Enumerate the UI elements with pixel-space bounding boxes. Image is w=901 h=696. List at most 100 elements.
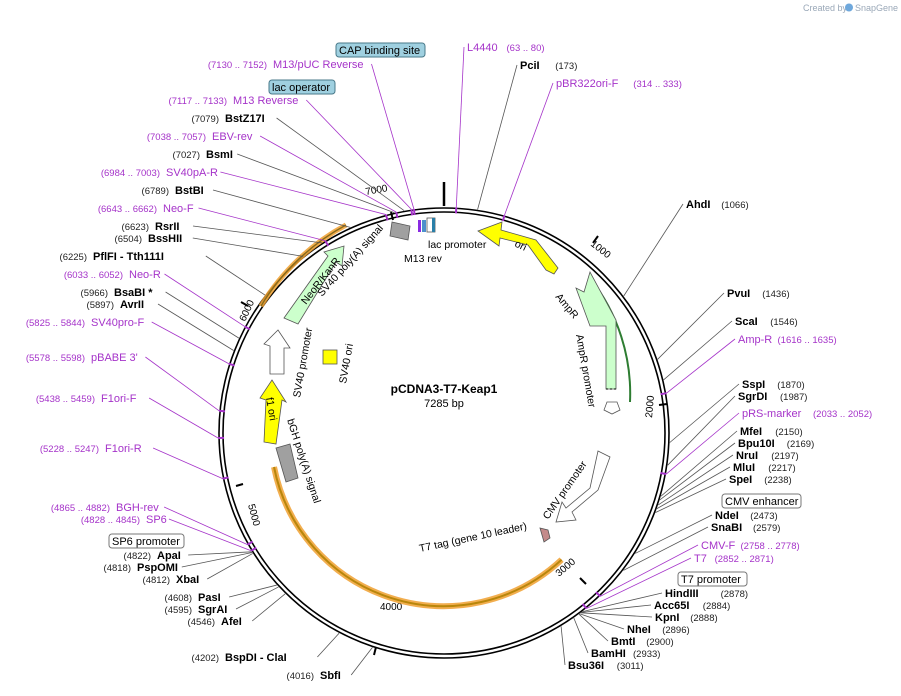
right-name-mlui[interactable]: MluI: [733, 462, 755, 474]
left-name-bstz17i[interactable]: BstZ17I: [225, 113, 265, 125]
neor-kanr-feature[interactable]: [283, 245, 345, 325]
ampr-promoter-feature[interactable]: [603, 401, 621, 415]
left-name-sv40pa-r[interactable]: SV40pA-R: [166, 167, 218, 179]
primer-site-sv40pro-f: [228, 362, 235, 367]
left-pos-m13-reverse: (7117 .. 7133): [169, 96, 227, 107]
left-name-m13-puc-reverse[interactable]: M13/pUC Reverse: [273, 59, 363, 71]
right-name-sspi[interactable]: SspI: [742, 379, 765, 391]
tick-6000: [240, 301, 249, 307]
leader-ndei: [635, 514, 713, 554]
right-name-nhei[interactable]: NheI: [627, 624, 651, 636]
left-name-pflfi-tth111i[interactable]: PflFI - Tth111I: [93, 251, 164, 263]
left-name-pasi[interactable]: PasI: [198, 592, 221, 604]
left-pos-afei: (4546): [188, 617, 215, 628]
left-name-m13-reverse[interactable]: M13 Reverse: [233, 95, 298, 107]
left-name-xbai[interactable]: XbaI: [176, 574, 199, 586]
sp6-promoter-box[interactable]: [108, 533, 185, 549]
leader-bsu36i: [560, 626, 566, 666]
leader-kpni: [580, 612, 653, 618]
left-name-neo-r[interactable]: Neo-R: [129, 269, 161, 281]
left-name-bsmi[interactable]: BsmI: [206, 149, 233, 161]
sv40-promoter-feature[interactable]: [263, 329, 291, 375]
right-name-bsu36i[interactable]: Bsu36I: [568, 660, 604, 672]
t7-tag-feature[interactable]: [539, 527, 551, 543]
left-name-afei[interactable]: AfeI: [221, 616, 242, 628]
m13-rev-label: M13 rev: [404, 253, 443, 265]
cmv-promoter-feature[interactable]: [555, 450, 611, 523]
lac-operator-label: lac operator: [272, 82, 330, 94]
right-name-spei[interactable]: SpeI: [729, 474, 752, 486]
f1-ori-feature[interactable]: [259, 379, 288, 445]
primer-site-t7: [581, 603, 588, 610]
right-name-acc65i[interactable]: Acc65I: [654, 600, 689, 612]
left-name-f1ori-f[interactable]: F1ori-F: [101, 393, 137, 405]
orf-line-neor: [260, 224, 347, 307]
leader-pvui: [657, 292, 725, 360]
right-name-t7[interactable]: T7: [694, 553, 707, 565]
right-name-l4440[interactable]: L4440: [467, 42, 498, 54]
right-pos-acc65i: (2884): [703, 601, 730, 612]
left-name-bgh-rev[interactable]: BGH-rev: [116, 502, 159, 514]
left-pos-sv40pro-f: (5825 .. 5844): [26, 318, 85, 329]
left-name-bstbi[interactable]: BstBI: [175, 185, 204, 197]
ampr-feature[interactable]: [575, 270, 617, 390]
right-name-bamhi[interactable]: BamHI: [591, 648, 626, 660]
right-pos-ndei: (2473): [750, 511, 777, 522]
credit-brand: SnapGene: [855, 3, 898, 13]
right-name-nrui[interactable]: NruI: [736, 450, 758, 462]
right-name-kpni[interactable]: KpnI: [655, 612, 679, 624]
left-name-sbfi[interactable]: SbfI: [320, 670, 341, 682]
right-name-ahdi[interactable]: AhdI: [686, 199, 710, 211]
t7-promoter-box[interactable]: [677, 571, 748, 587]
left-name-neo-f[interactable]: Neo-F: [163, 203, 194, 215]
right-name-sgrdi[interactable]: SgrDI: [738, 391, 767, 403]
sv40-polya-feature[interactable]: [389, 221, 411, 241]
left-name-bsshii[interactable]: BssHII: [148, 233, 182, 245]
cmv-enhancer-box[interactable]: [721, 493, 802, 509]
right-name-bmti[interactable]: BmtI: [611, 636, 635, 648]
cap-binding-box[interactable]: [335, 42, 426, 58]
right-name-pcii[interactable]: PciI: [520, 60, 540, 72]
left-name-sv40pro-f[interactable]: SV40pro-F: [91, 317, 144, 329]
left-name-pspomi[interactable]: PspOMI: [137, 562, 178, 574]
tick-marks: [235, 211, 668, 656]
left-name-bspdi-clai[interactable]: BspDI - ClaI: [225, 652, 287, 664]
right-name-scai[interactable]: ScaI: [735, 316, 758, 328]
right-name-pbr322ori-f[interactable]: pBR322ori-F: [556, 78, 619, 90]
right-name-amp-r[interactable]: Amp-R: [738, 334, 772, 346]
left-name-sgrai[interactable]: SgrAI: [198, 604, 227, 616]
right-labels: L4440(63 .. 80)PciI(173)pBR322ori-F(314 …: [467, 42, 872, 672]
right-name-cmv-f[interactable]: CMV-F: [701, 540, 736, 552]
left-name-pbabe-3[interactable]: pBABE 3': [91, 352, 138, 364]
leader-sgrai: [235, 586, 279, 610]
left-name-apai[interactable]: ApaI: [157, 550, 181, 562]
right-name-mfei[interactable]: MfeI: [740, 426, 762, 438]
lac-operator-box[interactable]: [268, 79, 336, 95]
primer-site-amp-r: [660, 392, 667, 396]
sv40-ori-feature[interactable]: [322, 349, 338, 365]
right-name-pvui[interactable]: PvuI: [727, 288, 750, 300]
leader-pcii: [477, 64, 518, 210]
leader-bspdi-clai: [317, 632, 340, 658]
left-name-sp6[interactable]: SP6: [146, 514, 167, 526]
right-name-bpu10i[interactable]: Bpu10I: [738, 438, 775, 450]
leader-bgh-rev: [163, 506, 248, 545]
left-name-f1ori-r[interactable]: F1ori-R: [105, 443, 142, 455]
tick-1000: [592, 235, 599, 244]
right-name-hindiii[interactable]: HindIII: [665, 588, 699, 600]
left-name-bsabi[interactable]: BsaBI *: [114, 287, 153, 299]
right-name-snabi[interactable]: SnaBI: [711, 522, 742, 534]
right-pos-pbr322ori-f: (314 .. 333): [633, 79, 682, 90]
leader-bsmi: [237, 153, 395, 213]
left-name-avrii[interactable]: AvrII: [120, 299, 144, 311]
right-name-ndei[interactable]: NdeI: [715, 510, 739, 522]
bgh-polya-feature[interactable]: [275, 443, 299, 483]
left-name-rsrii[interactable]: RsrII: [155, 221, 179, 233]
left-name-ebv-rev[interactable]: EBV-rev: [212, 131, 253, 143]
t7-promoter-label: T7 promoter: [681, 574, 741, 586]
right-name-prs-marker[interactable]: pRS-marker: [742, 408, 802, 420]
ori-feature[interactable]: [477, 221, 559, 275]
right-pos-bpu10i: (2169): [787, 439, 814, 450]
right-pos-prs-marker: (2033 .. 2052): [813, 409, 872, 420]
leader-scai: [663, 320, 733, 381]
